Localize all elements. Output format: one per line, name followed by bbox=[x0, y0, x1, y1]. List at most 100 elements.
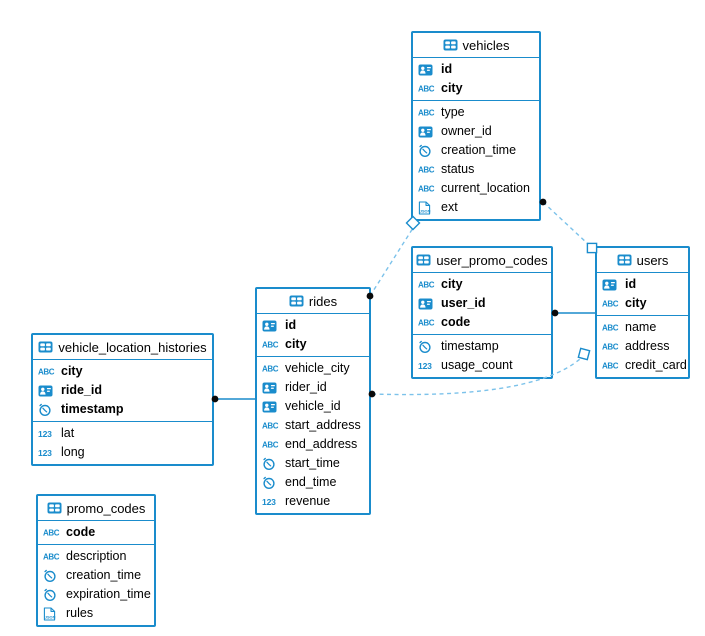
table-header-promo_codes[interactable]: promo_codes bbox=[38, 496, 154, 521]
field-row-id[interactable]: id bbox=[597, 275, 688, 294]
number-type-icon: 123 bbox=[38, 447, 57, 458]
field-row-timestamp[interactable]: timestamp bbox=[413, 337, 551, 356]
timestamp-type-icon bbox=[43, 588, 62, 602]
number-type-icon: 123 bbox=[38, 428, 57, 439]
svg-text:ABC: ABC bbox=[262, 341, 279, 350]
string-type-icon: ABC bbox=[262, 439, 281, 450]
field-row-ride_id[interactable]: ride_id bbox=[33, 381, 212, 400]
field-row-vehicle_id[interactable]: vehicle_id bbox=[257, 397, 369, 416]
field-name: type bbox=[441, 105, 465, 120]
svg-text:123: 123 bbox=[418, 361, 432, 371]
uuid-type-icon bbox=[262, 320, 281, 332]
field-row-timestamp[interactable]: timestamp bbox=[33, 400, 212, 419]
string-type-icon: ABC bbox=[418, 83, 437, 94]
field-row-start_address[interactable]: ABC start_address bbox=[257, 416, 369, 435]
json-type-icon: JSON bbox=[43, 606, 62, 621]
field-row-id[interactable]: id bbox=[413, 60, 539, 79]
field-name: user_id bbox=[441, 296, 486, 311]
timestamp-type-icon bbox=[418, 144, 437, 158]
string-type-icon: ABC bbox=[262, 420, 281, 431]
field-name: start_address bbox=[285, 418, 361, 433]
string-type-icon: ABC bbox=[262, 363, 281, 374]
field-row-owner_id[interactable]: owner_id bbox=[413, 122, 539, 141]
field-row-credit_card[interactable]: ABC credit_card bbox=[597, 356, 688, 375]
field-name: code bbox=[66, 525, 96, 540]
string-type-icon: ABC bbox=[262, 339, 281, 350]
string-type-icon: ABC bbox=[418, 279, 437, 290]
table-header-vehicle_location_histories[interactable]: vehicle_location_histories bbox=[33, 335, 212, 360]
uuid-type-icon bbox=[418, 126, 437, 138]
string-type-icon: ABC bbox=[602, 360, 621, 371]
field-name: end_time bbox=[285, 475, 337, 490]
uuid-type-icon bbox=[418, 298, 437, 310]
number-type-icon: 123 bbox=[262, 496, 281, 507]
svg-text:ABC: ABC bbox=[418, 281, 435, 290]
field-name: id bbox=[441, 62, 453, 77]
field-row-creation_time[interactable]: creation_time bbox=[38, 566, 154, 585]
table-header-rides[interactable]: rides bbox=[257, 289, 369, 314]
table-header-users[interactable]: users bbox=[597, 248, 688, 273]
table-icon bbox=[443, 39, 458, 51]
svg-text:123: 123 bbox=[38, 448, 52, 458]
table-header-vehicles[interactable]: vehicles bbox=[413, 33, 539, 58]
field-row-expiration_time[interactable]: expiration_time bbox=[38, 585, 154, 604]
table-icon bbox=[38, 341, 53, 353]
table-header-user_promo_codes[interactable]: user_promo_codes bbox=[413, 248, 551, 273]
field-name: end_address bbox=[285, 437, 358, 452]
field-name: address bbox=[625, 339, 670, 354]
field-name: credit_card bbox=[625, 358, 687, 373]
string-type-icon: ABC bbox=[43, 551, 62, 562]
field-name: id bbox=[285, 318, 297, 333]
uuid-type-icon bbox=[262, 382, 281, 394]
uuid-type-icon bbox=[602, 279, 621, 291]
table-name: vehicles bbox=[462, 37, 510, 53]
string-type-icon: ABC bbox=[602, 298, 621, 309]
field-row-id[interactable]: id bbox=[257, 316, 369, 335]
field-name: creation_time bbox=[441, 143, 517, 158]
field-row-user_id[interactable]: user_id bbox=[413, 294, 551, 313]
field-row-rider_id[interactable]: rider_id bbox=[257, 378, 369, 397]
table-icon bbox=[617, 254, 632, 266]
field-name: id bbox=[625, 277, 637, 292]
field-row-end_address[interactable]: ABC end_address bbox=[257, 435, 369, 454]
field-row-start_time[interactable]: start_time bbox=[257, 454, 369, 473]
field-row-end_time[interactable]: end_time bbox=[257, 473, 369, 492]
field-name: start_time bbox=[285, 456, 340, 471]
svg-text:ABC: ABC bbox=[418, 185, 435, 194]
field-row-creation_time[interactable]: creation_time bbox=[413, 141, 539, 160]
